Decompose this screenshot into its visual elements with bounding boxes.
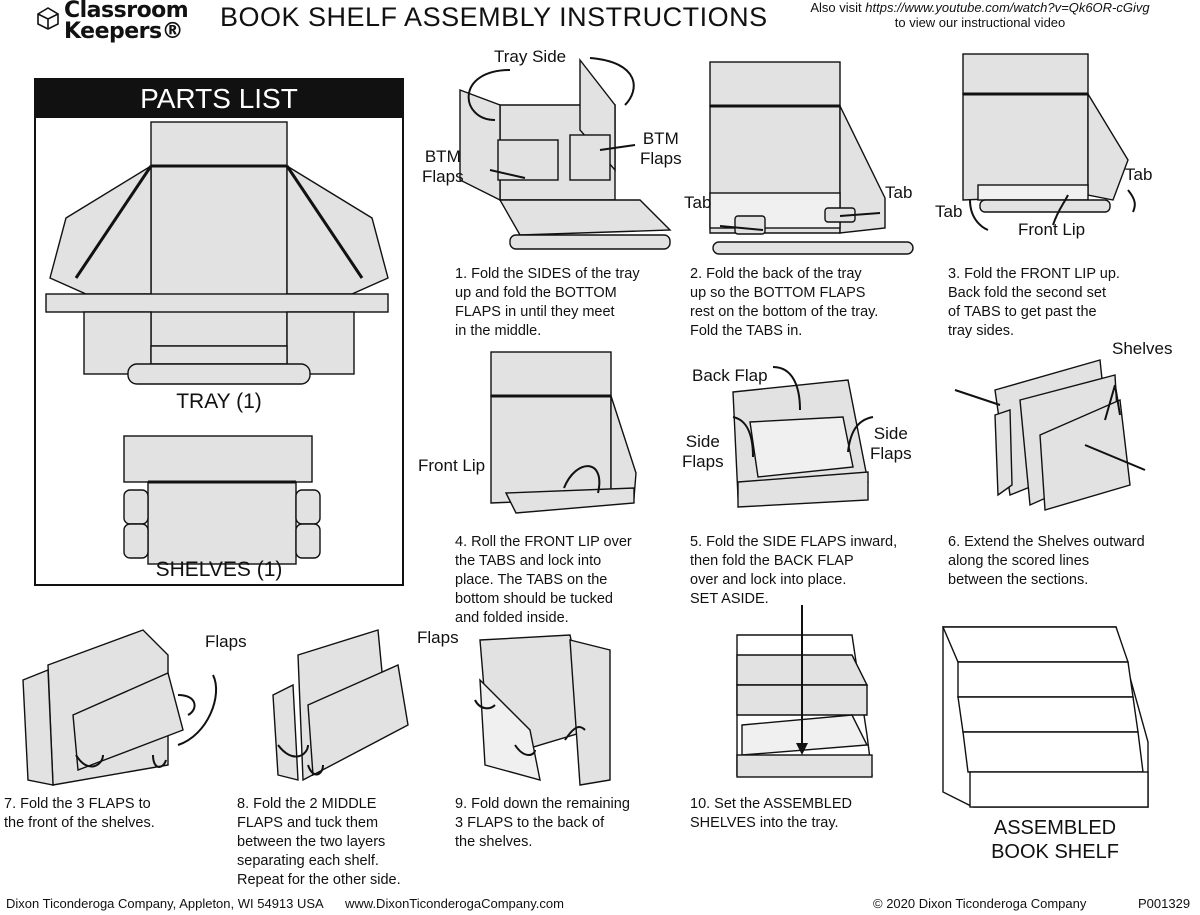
step-8-text: 8. Fold the 2 MIDDLE FLAPS and tuck them… [237,796,401,888]
video-note: Also visit https://www.youtube.com/watch… [800,0,1160,30]
tray-side-label: Tray Side [494,47,567,66]
brand-line-2: Keepers® [64,19,184,44]
footer-copyright: © 2020 Dixon Ticonderoga Company [873,896,1087,911]
shelves-caption: SHELVES (1) [155,558,283,581]
shelves-label: Shelves [1112,339,1173,358]
back-flap-label: Back Flap [692,366,768,385]
front-lip-label-4: Front Lip [418,456,486,475]
step-5-text: 5. Fold the SIDE FLAPS inward, then fold… [690,534,898,607]
step-6-figure [954,359,1146,511]
tab-label-b: Tab [885,183,913,202]
step-3-figure [962,53,1136,231]
step-9-figure [474,634,611,786]
cube-logo-icon [37,7,59,30]
step-4-text: 4. Roll the FRONT LIP over the TABS and … [455,534,632,626]
tab-label-c: Tab [1125,165,1153,184]
step-7-figure [22,629,218,786]
parts-list-heading: PARTS LIST [36,80,402,118]
btm-flaps-left-label: BTM Flaps [422,147,464,186]
assembled-shelf-figure [941,626,1149,808]
footer-company: Dixon Ticonderoga Company, Appleton, WI … [6,896,324,911]
page-title: BOOK SHELF ASSEMBLY INSTRUCTIONS [220,2,768,32]
visit-prefix: Also visit [810,0,862,15]
side-flaps-left-label: Side Flaps [682,432,724,471]
step-8-figure [272,629,409,782]
parts-list-panel: PARTS LIST TRAY (1) SHELVES (1) [34,78,404,586]
step-1-text: 1. Fold the SIDES of the tray up and fol… [455,266,640,339]
step-10-figure [736,605,873,778]
step-4-figure [490,351,637,514]
step-1-figure [459,57,672,250]
tray-caption: TRAY (1) [176,390,262,413]
video-link[interactable]: https://www.youtube.com/watch?v=Qk6OR-cG… [865,0,1150,15]
step-2-figure [709,61,914,255]
footer-code: P001329 [1138,896,1191,911]
flaps-label-9: Flaps [417,628,459,647]
btm-flaps-right-label: BTM Flaps [640,129,682,168]
classroom-keepers-logo: Classroom Keepers® [36,0,206,46]
step-3-text: 3. Fold the FRONT LIP up. Back fold the … [948,266,1120,339]
side-flaps-right-label: Side Flaps [870,424,912,463]
assembled-caption: ASSEMBLED BOOK SHELF [991,817,1119,863]
step-7-text: 7. Fold the 3 FLAPS to the front of the … [4,796,155,831]
footer-website[interactable]: www.DixonTiconderogaCompany.com [345,896,564,911]
step-6-text: 6. Extend the Shelves outward along the … [948,534,1145,588]
flaps-label-8: Flaps [205,632,247,651]
brand-line-1: Classroom [64,0,189,23]
step-10-text: 10. Set the ASSEMBLED SHELVES into the t… [690,796,853,831]
visit-suffix: to view our instructional video [894,15,1066,30]
tab-label-a: Tab [684,193,712,212]
tab-label-d: Tab [935,202,963,221]
step-9-text: 9. Fold down the remaining 3 FLAPS to th… [455,796,630,850]
step-2-text: 2. Fold the back of the tray up so the B… [690,266,879,339]
front-lip-label-3: Front Lip [1018,220,1086,239]
step-5-figure [732,366,874,508]
tray-diagram [45,121,389,565]
